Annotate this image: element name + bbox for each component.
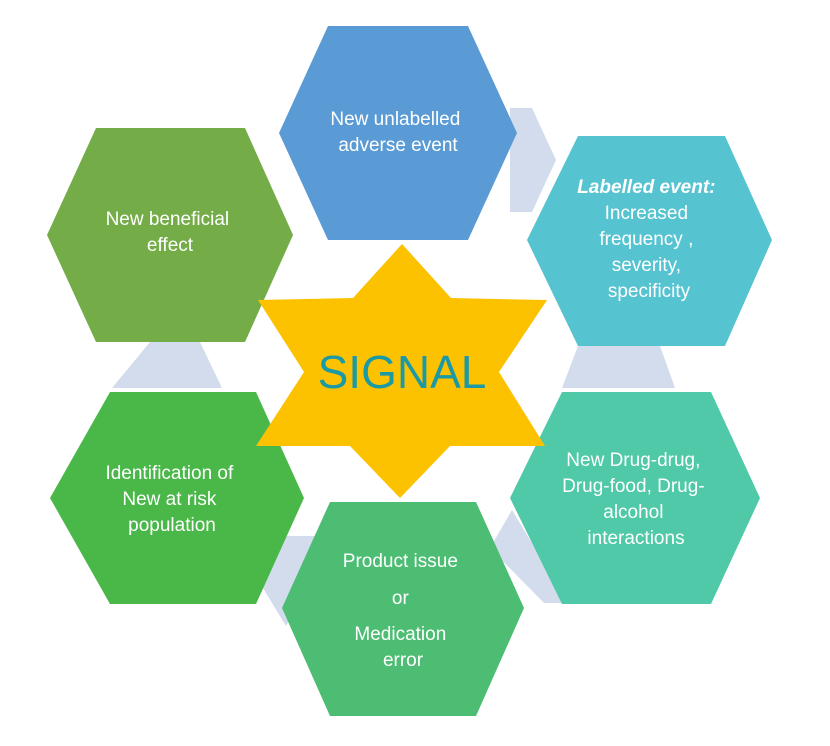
signal-star: SIGNAL: [256, 244, 547, 498]
hexagon-text-line: effect: [147, 235, 194, 256]
hexagon-drug-interactions: New Drug-drug, Drug-food, Drug- alcohol …: [510, 392, 760, 604]
hexagon-text-line: New at risk: [122, 489, 216, 510]
hexagon-label: Labelled event: Increased frequency , se…: [577, 177, 721, 302]
hexagons: New unlabelled adverse event Labelled ev…: [47, 26, 772, 716]
hexagon-text-line: population: [128, 515, 216, 536]
hexagon-text-line: adverse event: [338, 135, 458, 156]
hexagon-label: New Drug-drug, Drug-food, Drug- alcohol …: [562, 450, 710, 549]
hexagon-unlabelled-adverse-event: New unlabelled adverse event: [279, 26, 517, 240]
labelled-event-heading: Labelled event:: [577, 177, 715, 198]
hexagon-text-line: specificity: [608, 281, 691, 302]
hexagon-text-line: interactions: [587, 528, 684, 549]
hexagon-shape: [279, 26, 517, 240]
hexagon-label: Product issue or Medication error: [343, 551, 463, 671]
hexagon-text-line: Drug-food, Drug-: [562, 476, 705, 497]
connector-top-to-upper-right: [510, 108, 556, 212]
connector-lower-left-to-upper-left: [112, 342, 222, 388]
hexagon-text-line: alcohol: [603, 502, 663, 523]
hexagon-beneficial-effect: New beneficial effect: [47, 128, 293, 342]
hexagon-label: New beneficial effect: [106, 209, 235, 256]
signal-label: SIGNAL: [318, 346, 487, 398]
hexagon-text-line: Identification of: [105, 463, 234, 484]
hexagon-text-line: Medication: [354, 624, 446, 645]
hexagon-text-line: New Drug-drug,: [566, 450, 700, 471]
hexagon-label: New unlabelled adverse event: [330, 109, 465, 156]
hexagon-label: Identification of New at risk population: [105, 463, 238, 536]
hexagon-product-issue: Product issue or Medication error: [282, 502, 524, 716]
hexagon-text-line: Increased: [605, 203, 688, 224]
hexagon-text-line: severity,: [612, 255, 681, 276]
connector-lower-right-to-bottom: [490, 510, 568, 603]
hexagon-at-risk-population: Identification of New at risk population: [50, 392, 304, 604]
hexagon-text-line: Product issue: [343, 551, 458, 572]
hexagon-labelled-event: Labelled event: Increased frequency , se…: [527, 136, 772, 346]
star-shape: [256, 244, 547, 498]
hexagon-shape: [50, 392, 304, 604]
hexagon-shape: [47, 128, 293, 342]
hexagon-shape: [510, 392, 760, 604]
hexagon-text-line: error: [383, 650, 424, 671]
hexagon-text-line: New unlabelled: [330, 109, 460, 130]
hexagon-shape: [527, 136, 772, 346]
hexagon-text-line: or: [392, 588, 410, 609]
hexagon-text-line: frequency ,: [599, 229, 693, 250]
hexagon-shape: [282, 502, 524, 716]
hexagon-text-line: New beneficial: [106, 209, 230, 230]
connector-upper-right-to-lower-right: [562, 346, 675, 388]
